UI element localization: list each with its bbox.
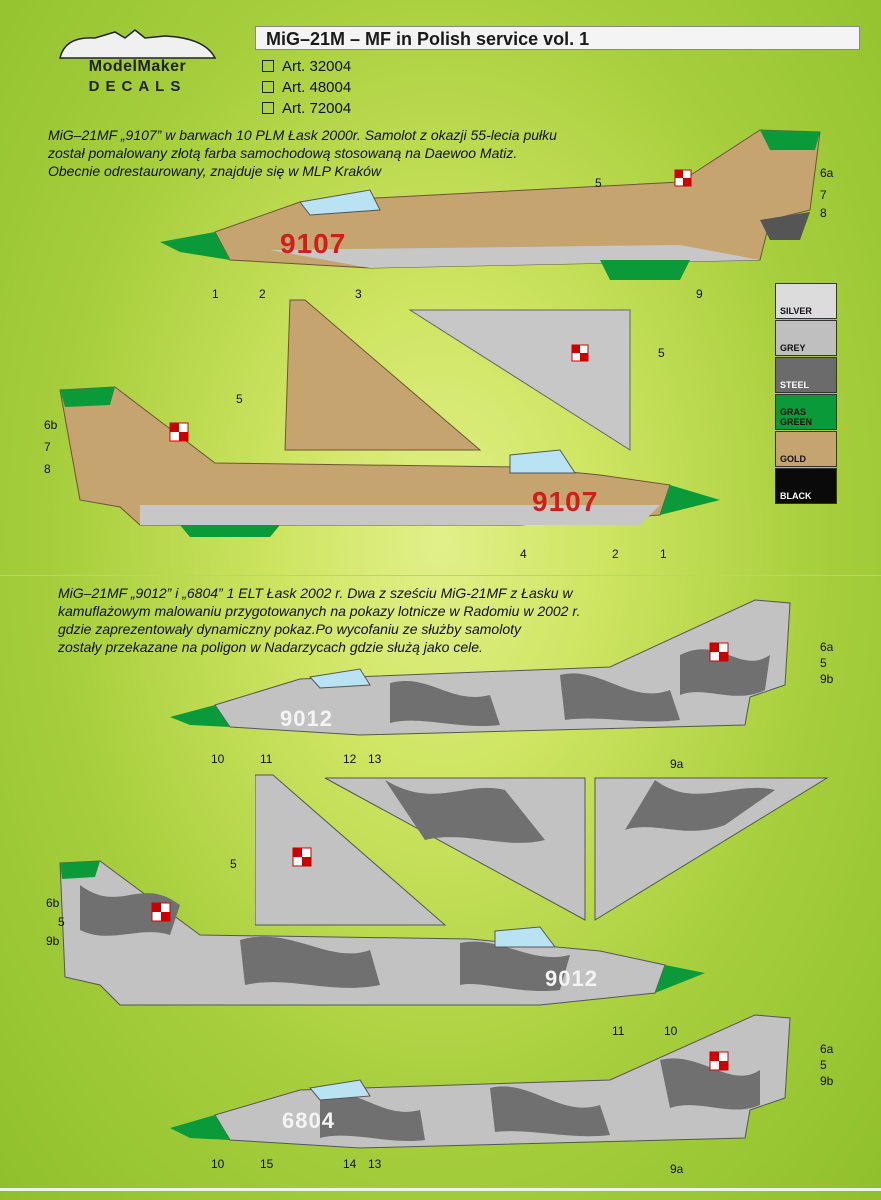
- callout-label: 15: [260, 1157, 274, 1171]
- callout-label: 9: [696, 287, 703, 301]
- callout-label: 7: [44, 440, 51, 454]
- callout-label: 3: [355, 287, 362, 301]
- callout-label: 5: [658, 346, 665, 360]
- modelmaker-logo: ModelMaker DECALS: [55, 28, 220, 98]
- checkbox-icon: [262, 102, 274, 114]
- swatch-fill: [776, 469, 836, 503]
- color-swatch: SILVER: [775, 283, 837, 319]
- callout-label: 9b: [820, 672, 834, 686]
- callout-label: 12: [343, 752, 357, 766]
- wing-planforms: [284, 299, 631, 451]
- swatch-fill: [776, 358, 836, 392]
- callout-label: 11: [612, 1024, 625, 1038]
- aircraft-serial: 9012: [280, 706, 333, 731]
- article-item[interactable]: Art. 48004: [262, 79, 351, 96]
- section1-description: MiG–21MF „9107” w barwach 10 PLM Łask 20…: [48, 127, 557, 179]
- swatch-fill: [776, 284, 836, 318]
- callout-label: 2: [259, 287, 266, 301]
- callout-label: 8: [44, 462, 51, 476]
- callout-label: 13: [368, 1157, 382, 1171]
- aircraft-serial: 9107: [532, 486, 599, 517]
- callout-label: 6b: [46, 896, 60, 910]
- gold-mig-left-profile: [160, 129, 821, 280]
- callout-label: 5: [230, 857, 237, 871]
- article-item[interactable]: Art. 72004: [262, 100, 351, 117]
- section2-description: MiG–21MF „9012” i „6804” 1 ELT Łask 2002…: [58, 585, 581, 655]
- color-swatch: GOLD: [775, 431, 837, 467]
- callout-label: 8: [820, 206, 827, 220]
- callout-label: 11: [260, 752, 273, 766]
- color-swatch: GRAS GREEN: [775, 394, 837, 430]
- callout-label: 1: [660, 547, 667, 561]
- checkbox-icon: [262, 60, 274, 72]
- callout-label: 10: [211, 1157, 225, 1171]
- color-swatch: BLACK: [775, 468, 837, 504]
- logo-name: ModelMaker: [88, 58, 187, 75]
- callout-label: 14: [343, 1157, 357, 1171]
- section-divider: [0, 575, 881, 576]
- callout-label: 9b: [46, 934, 60, 948]
- swatch-fill: [776, 432, 836, 466]
- callout-label: 5: [58, 915, 65, 929]
- color-swatch: GREY: [775, 320, 837, 356]
- camo-mig-9012-right-profile: [59, 860, 705, 1006]
- callout-label: 5: [595, 176, 602, 190]
- callout-label: 2: [612, 547, 619, 561]
- camo-mig-9012-profile: [170, 599, 791, 736]
- callout-label: 4: [520, 547, 527, 561]
- callout-label: 5: [820, 656, 827, 670]
- callout-label: 6a: [820, 640, 834, 654]
- callout-label: 9b: [820, 1074, 834, 1088]
- callout-label: 5: [236, 392, 243, 406]
- callout-label: 6b: [44, 418, 58, 432]
- callout-label: 13: [368, 752, 382, 766]
- page-title: MiG–21M – MF in Polish service vol. 1: [255, 26, 860, 50]
- castle-logo-icon: [59, 29, 217, 59]
- camo-mig-6804-profile: [170, 1014, 791, 1149]
- checkbox-icon: [262, 81, 274, 93]
- swatch-fill: [776, 395, 836, 429]
- callout-label: 6a: [820, 1042, 834, 1056]
- article-item[interactable]: Art. 32004: [262, 58, 351, 75]
- color-swatch: STEEL: [775, 357, 837, 393]
- callout-label: 5: [820, 1058, 827, 1072]
- footer-line: [0, 1188, 881, 1191]
- aircraft-serial: 6804: [282, 1108, 335, 1133]
- callout-label: 10: [664, 1024, 678, 1038]
- callout-label: 9a: [670, 1162, 684, 1176]
- logo-subtitle: DECALS: [88, 78, 187, 95]
- gold-mig-right-profile: [59, 386, 720, 537]
- callout-label: 7: [820, 188, 827, 202]
- aircraft-serial: 9107: [280, 228, 347, 259]
- callout-label: 1: [212, 287, 219, 301]
- camo-wing-planforms: [255, 774, 829, 926]
- swatch-fill: [776, 321, 836, 355]
- callout-label: 6a: [820, 166, 834, 180]
- aircraft-serial: 9012: [545, 966, 598, 991]
- callout-label: 10: [211, 752, 225, 766]
- callout-label: 9a: [670, 757, 684, 771]
